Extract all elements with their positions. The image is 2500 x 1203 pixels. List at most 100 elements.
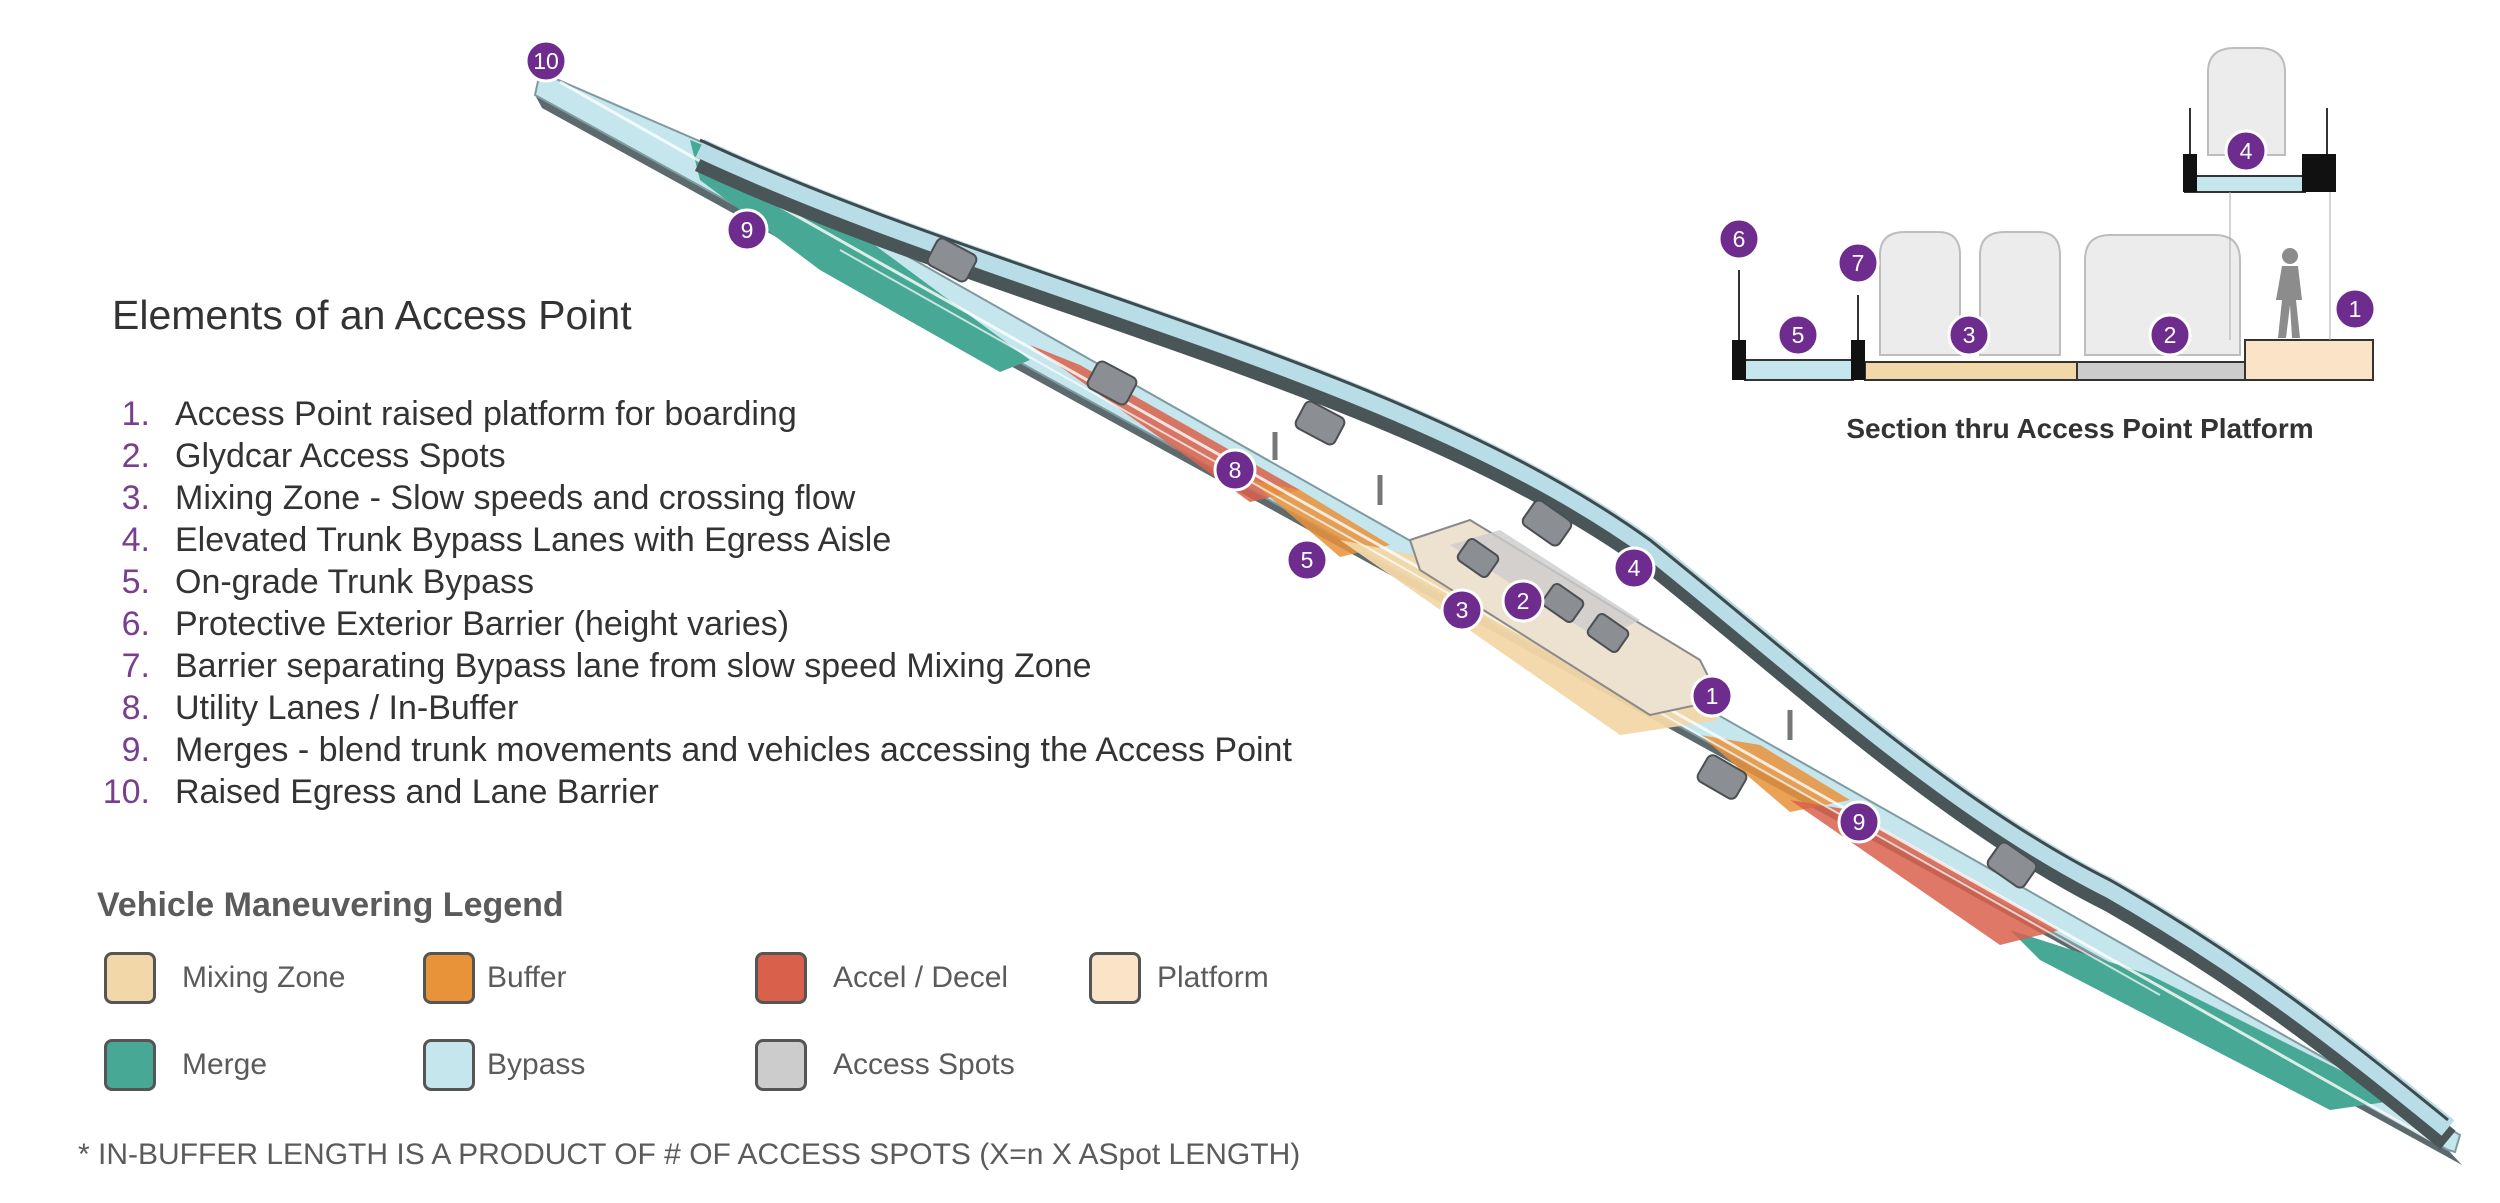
svg-text:8: 8 [1229,457,1242,483]
legend-label: Platform [1157,961,1269,994]
legend-item-bypass: Bypass [423,1039,585,1091]
section-badge-1: 1 [2333,287,2377,331]
item-number: 2. [121,436,150,475]
svg-text:5: 5 [1301,547,1314,573]
item-label: Merges - blend trunk movements and vehic… [175,730,1292,769]
list-item: 7.Barrier separating Bypass lane from sl… [90,645,1292,687]
buffer-lower [1700,735,1850,812]
support-columns [1272,432,1793,740]
list-item: 6.Protective Exterior Barrier (height va… [90,603,1292,645]
legend-label: Buffer [487,961,567,994]
item-label: Raised Egress and Lane Barrier [175,772,659,811]
section-badge-3: 3 [1947,313,1991,357]
list-item: 8. Utility Lanes / In-Buffer [90,687,1292,729]
item-label: Utility Lanes / In-Buffer [175,688,519,727]
plan-badge-10: 10 [524,39,568,83]
svg-text:7: 7 [1852,250,1865,276]
legend-swatch [755,1039,807,1091]
svg-text:3: 3 [1963,322,1976,348]
vehicle [926,237,978,283]
buffer-upper [1250,480,1390,557]
legend-swatch [104,952,156,1004]
plan-badge-5: 5 [1285,538,1329,582]
item-label: Elevated Trunk Bypass Lanes with Egress … [175,520,892,559]
svg-text:3: 3 [1456,597,1469,623]
vehicle [1294,400,1346,446]
vehicle [1086,360,1138,406]
item-number: 1. [121,394,150,433]
section-access-strip [2076,361,2246,381]
lane-divider-2 [839,249,2161,996]
elevated-bypass-deck [695,138,2455,1136]
legend-item-mixing-zone: Mixing Zone [104,952,345,1004]
list-item: 2. Glydcar Access Spots [90,435,1292,477]
section-mixing-strip [1864,361,2078,381]
section-exterior-barrier [1732,340,1746,380]
svg-text:10: 10 [533,48,559,74]
vehicle [1456,537,1500,579]
section-elevated-deck [2184,175,2306,193]
legend-item-access-spots: Access Spots [755,1039,1015,1091]
legend-label: Mixing Zone [182,961,346,994]
vehicle [1521,499,1573,547]
plan-badge-3: 3 [1440,588,1484,632]
legend-swatch [1089,952,1141,1004]
plan-badge-2: 2 [1501,579,1545,623]
item-number: 9. [121,730,150,769]
section-badge-2: 2 [2148,313,2192,357]
svg-text:2: 2 [1517,588,1530,614]
vehicle [1696,754,1748,800]
vehicle [1541,582,1585,624]
section-inner-barrier [1851,340,1865,380]
pedestrian-silhouette [2276,248,2302,338]
legend-item-accel-decel: Accel / Decel [755,952,1008,1004]
footnote: * IN-BUFFER LENGTH IS A PRODUCT OF # OF … [78,1138,1301,1171]
legend-swatch [423,1039,475,1091]
item-number: 8. [121,688,150,727]
section-vehicle [2084,234,2241,356]
section-badge-5: 5 [1776,313,1820,357]
legend-swatch [104,1039,156,1091]
vehicle [1986,841,2038,889]
legend-label: Merge [182,1048,268,1081]
svg-text:9: 9 [1853,809,1866,835]
section-badge-4: 4 [2224,129,2268,173]
item-label: Protective Exterior Barrier (height vari… [175,604,790,643]
vehicle [1586,612,1630,654]
svg-text:2: 2 [2164,322,2177,348]
legend-title: Vehicle Maneuvering Legend [97,886,564,924]
legend-item-platform: Platform [1089,952,1269,1004]
list-item: 5. On-grade Trunk Bypass [90,561,1292,603]
item-label: Barrier separating Bypass lane from slow… [175,646,1092,685]
legend-swatch [423,952,475,1004]
svg-text:9: 9 [741,217,754,243]
section-elevated-barrier-left [2183,154,2197,192]
plan-badge-1: 1 [1690,674,1734,718]
item-label: Glydcar Access Spots [175,436,506,475]
legend-label: Accel / Decel [833,961,1009,994]
item-number: 4. [121,520,150,559]
section-bypass-strip [1744,359,1854,381]
item-number: 3. [121,478,150,517]
elevated-bypass-rail [699,138,2449,1122]
section-badge-7: 7 [1836,241,1880,285]
list-item: 1. Access Point raised platform for board… [90,393,1292,435]
item-label: Mixing Zone - Slow speeds and crossing f… [175,478,856,517]
svg-text:1: 1 [2349,296,2362,322]
plan-badge-8-upper: 8 [1213,448,1257,492]
section-caption: Section thru Access Point Platform [1846,413,2314,444]
section-vehicle [2207,47,2286,156]
item-label: Access Point raised platform for boardin… [175,394,797,433]
list-item: 10.Raised Egress and Lane Barrier [90,771,1292,813]
page-title: Elements of an Access Point [112,292,632,338]
item-label: On-grade Trunk Bypass [175,562,535,601]
svg-text:6: 6 [1733,226,1746,252]
section-badge-6: 6 [1717,217,1761,261]
item-number: 5. [121,562,150,601]
svg-text:4: 4 [2240,138,2253,164]
vehicles [926,237,2038,889]
list-item: 4. Elevated Trunk Bypass Lanes with Egres… [90,519,1292,561]
section-view: 6 7 5 3 2 4 1 [1717,47,2377,381]
section-vehicle [1979,231,2061,356]
